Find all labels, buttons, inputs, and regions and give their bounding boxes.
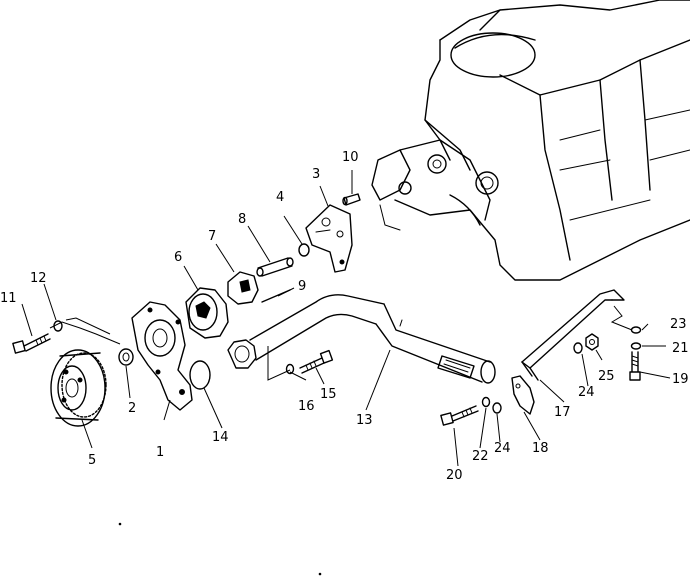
bolt-15 <box>299 349 334 374</box>
callout-3: 3 <box>312 167 320 182</box>
callout-4: 4 <box>276 190 284 205</box>
gear <box>50 349 107 427</box>
plate-3 <box>305 204 353 273</box>
bolt-20 <box>440 405 479 426</box>
callout-21: 21 <box>672 341 689 356</box>
scan-specks <box>118 522 322 576</box>
pump-cover <box>131 301 193 411</box>
washer-22 <box>481 396 491 408</box>
callout-17: 17 <box>554 405 571 420</box>
bracket-17 <box>521 289 625 381</box>
callout-11: 11 <box>0 291 17 306</box>
bolt-19 <box>629 351 641 381</box>
callout-9: 9 <box>298 279 306 294</box>
callout-2: 2 <box>128 401 136 416</box>
clamp-18 <box>511 375 535 415</box>
washer-21 <box>630 342 642 350</box>
rotor <box>227 271 259 305</box>
washer-23 <box>630 326 642 334</box>
callout-24-right: 24 <box>578 385 595 400</box>
bolt-11 <box>12 333 51 354</box>
bushing-2 <box>118 348 134 366</box>
callout-labels: 1 2 3 4 5 6 7 8 9 10 11 12 13 14 15 16 1… <box>0 150 689 483</box>
callout-8: 8 <box>238 212 246 227</box>
callout-24-lower: 24 <box>494 441 511 456</box>
callout-1: 1 <box>156 445 164 460</box>
suction-pipe <box>227 294 496 384</box>
callout-6: 6 <box>174 250 182 265</box>
callout-14: 14 <box>212 430 229 445</box>
callout-15: 15 <box>320 387 337 402</box>
washer-24-upper <box>573 342 583 354</box>
callout-13: 13 <box>356 413 373 428</box>
callout-25: 25 <box>598 369 615 384</box>
callout-16: 16 <box>298 399 315 414</box>
leader-lines <box>21 170 671 467</box>
callout-5: 5 <box>88 453 96 468</box>
dowel-pin-10 <box>342 193 361 206</box>
callout-22: 22 <box>472 449 489 464</box>
callout-18: 18 <box>532 441 549 456</box>
callout-7: 7 <box>208 229 216 244</box>
callout-10: 10 <box>342 150 359 165</box>
callout-12: 12 <box>30 271 47 286</box>
shaft <box>256 257 294 277</box>
callout-20: 20 <box>446 468 463 483</box>
nut-25 <box>585 333 599 351</box>
engine-block <box>371 0 690 281</box>
washer-16 <box>285 363 295 375</box>
rotor-housing <box>185 287 229 339</box>
o-ring-14 <box>189 360 211 390</box>
callout-19: 19 <box>672 372 689 387</box>
ring-4 <box>298 243 310 257</box>
washer-24-lower <box>492 402 502 414</box>
callout-23: 23 <box>670 317 687 332</box>
